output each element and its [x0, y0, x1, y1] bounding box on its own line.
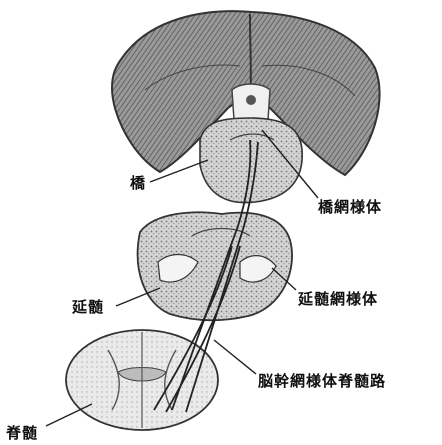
label-spinal-cord: 脊髄: [6, 422, 38, 443]
label-brainstem-reticulospinal-tract: 脳幹網様体脊髄路: [258, 370, 386, 391]
label-pons: 橋: [130, 172, 146, 193]
label-medullary-reticular-formation: 延髄網様体: [298, 288, 378, 309]
medulla-section: [138, 212, 292, 320]
label-medulla: 延髄: [72, 296, 104, 317]
label-pontine-reticular-formation: 橋網様体: [318, 196, 382, 217]
